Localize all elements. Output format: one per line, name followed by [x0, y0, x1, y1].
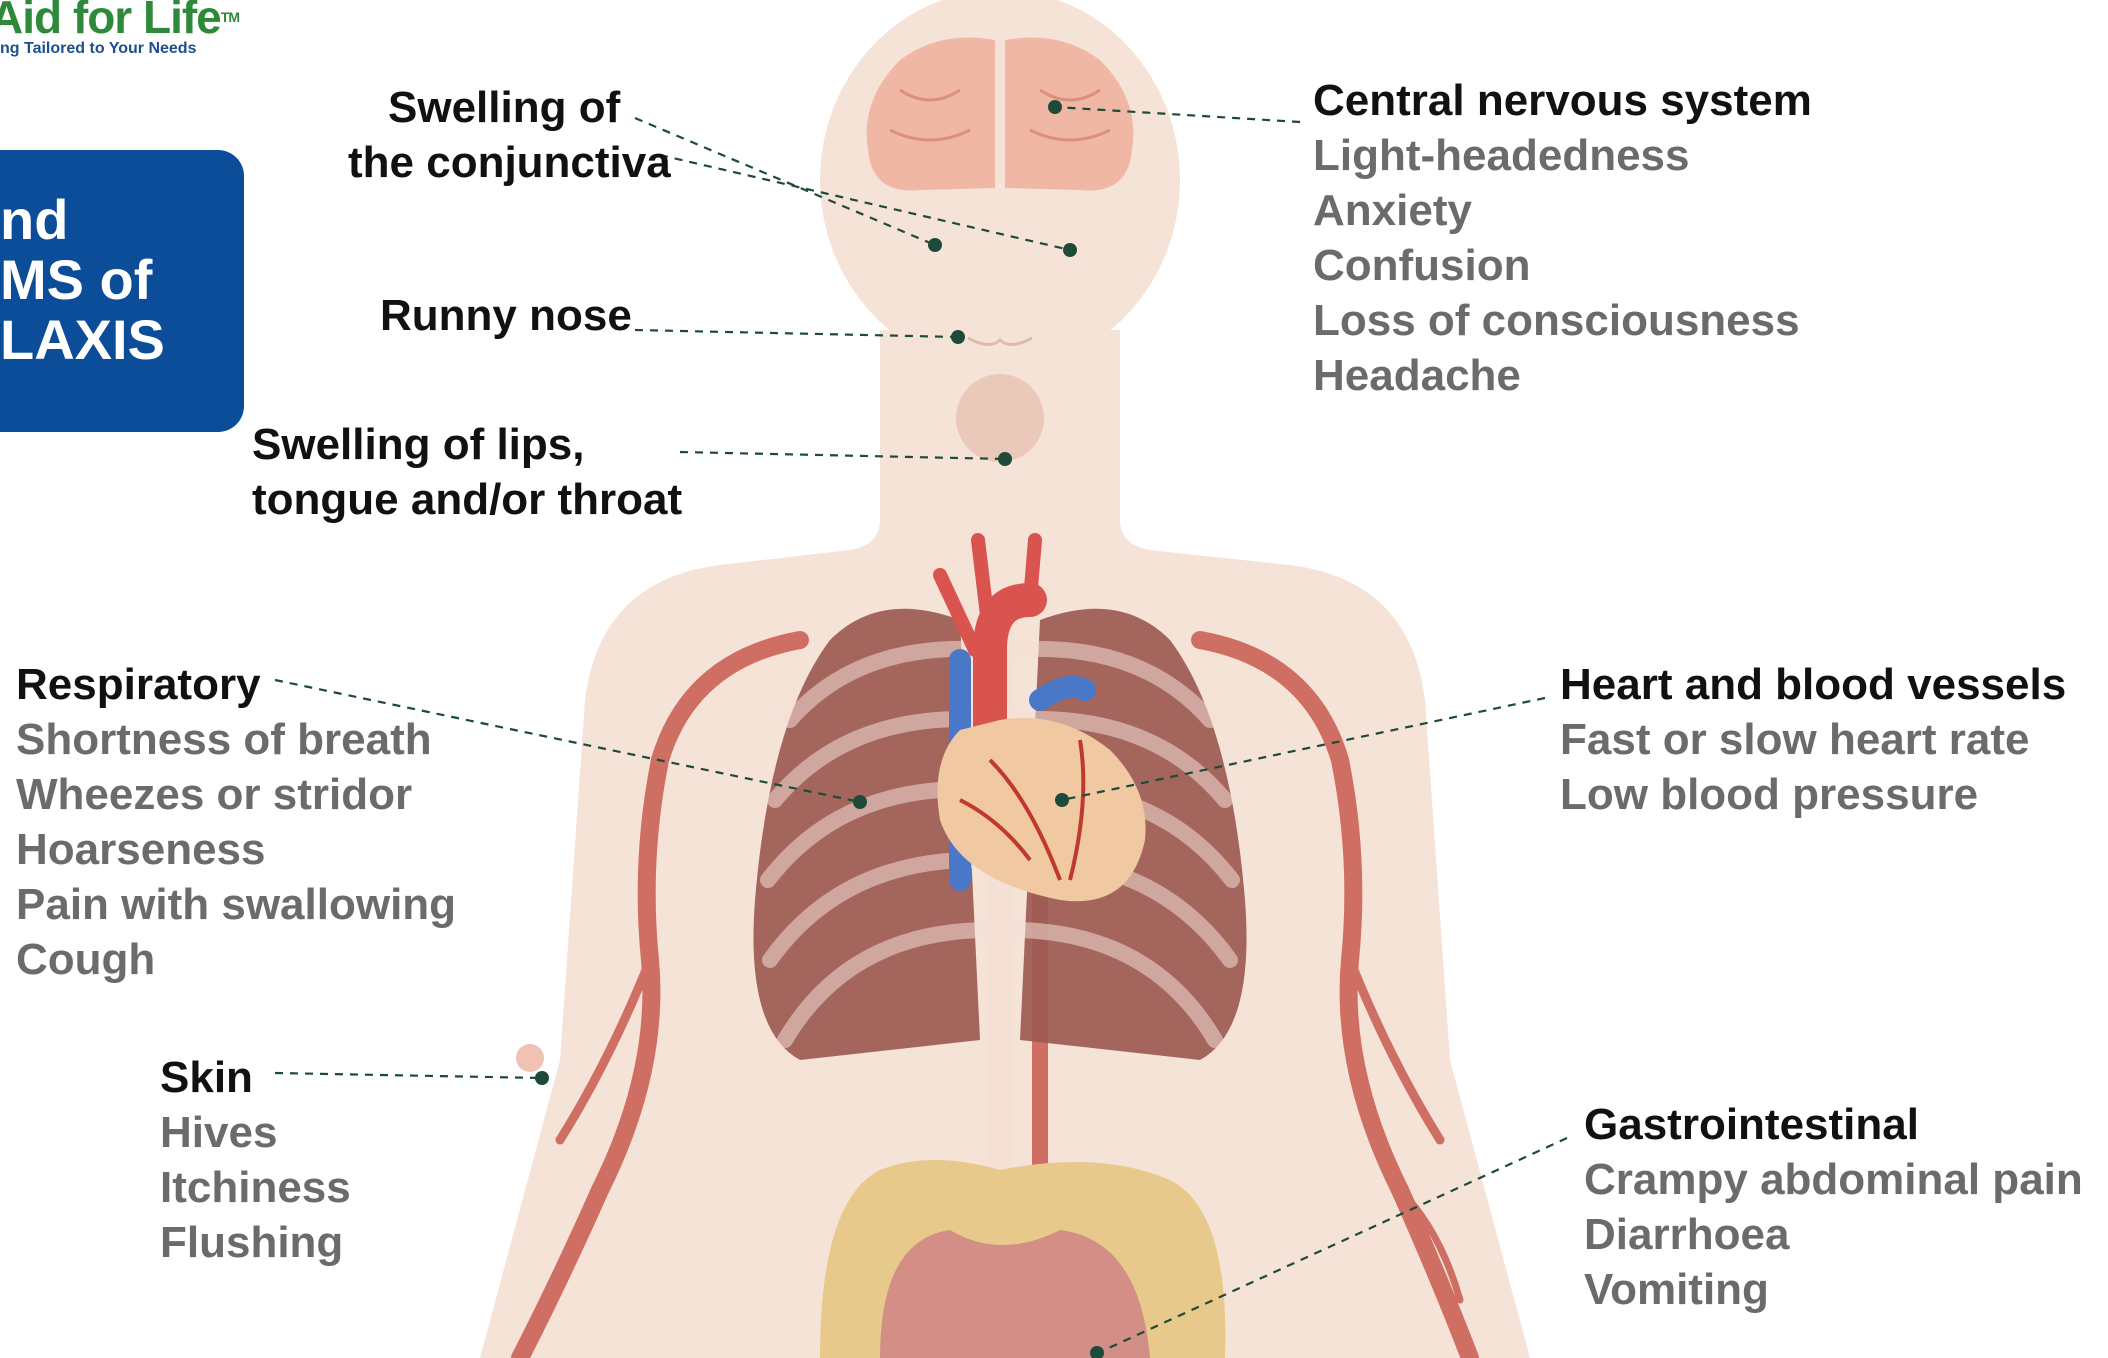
respiratory-symptoms: Shortness of breath Wheezes or stridor H… — [16, 712, 456, 987]
gastro-symptom: Vomiting — [1584, 1262, 2083, 1317]
gastro-header: Gastrointestinal — [1584, 1097, 2083, 1152]
title-box: nd MS of LAXIS — [0, 150, 244, 432]
runny-nose-label: Runny nose — [380, 288, 632, 343]
dot-heart — [1055, 793, 1069, 807]
skin-group: Skin Hives Itchiness Flushing — [160, 1050, 351, 1270]
cns-symptom: Loss of consciousness — [1313, 293, 1812, 348]
skin-symptom: Flushing — [160, 1215, 351, 1270]
heart-symptoms: Fast or slow heart rate Low blood pressu… — [1560, 712, 2066, 822]
cns-symptom: Headache — [1313, 348, 1812, 403]
dot-throat — [998, 452, 1012, 466]
skin-symptoms: Hives Itchiness Flushing — [160, 1105, 351, 1270]
respiratory-symptom: Pain with swallowing — [16, 877, 456, 932]
heart-symptom: Fast or slow heart rate — [1560, 712, 2066, 767]
cns-symptom: Confusion — [1313, 238, 1812, 293]
cns-group: Central nervous system Light-headedness … — [1313, 73, 1812, 403]
respiratory-group: Respiratory Shortness of breath Wheezes … — [16, 657, 456, 987]
heart-group: Heart and blood vessels Fast or slow hea… — [1560, 657, 2066, 822]
trademark-mark: TM — [221, 9, 239, 25]
heart-symptom: Low blood pressure — [1560, 767, 2066, 822]
skin-spot — [516, 1044, 544, 1072]
skin-header: Skin — [160, 1050, 351, 1105]
brand-name: Aid for LifeTM — [0, 0, 239, 42]
dot-conjunctiva-a — [928, 238, 942, 252]
dot-nose — [951, 330, 965, 344]
respiratory-symptom: Shortness of breath — [16, 712, 456, 767]
throat-spot — [956, 374, 1044, 462]
skin-symptom: Hives — [160, 1105, 351, 1160]
respiratory-symptom: Hoarseness — [16, 822, 456, 877]
respiratory-header: Respiratory — [16, 657, 456, 712]
gastro-group: Gastrointestinal Crampy abdominal pain D… — [1584, 1097, 2083, 1317]
brand-logo: Aid for LifeTM ng Tailored to Your Needs — [0, 0, 239, 58]
cns-symptom: Anxiety — [1313, 183, 1812, 238]
title-line-3: LAXIS — [0, 310, 165, 370]
gastro-symptoms: Crampy abdominal pain Diarrhoea Vomiting — [1584, 1152, 2083, 1317]
conjunctiva-label-line2: the conjunctiva — [348, 135, 671, 190]
cns-header: Central nervous system — [1313, 73, 1812, 128]
brand-name-text: Aid for Life — [0, 0, 221, 43]
title-line-2: MS of — [0, 250, 152, 310]
respiratory-symptom: Wheezes or stridor — [16, 767, 456, 822]
gastro-symptom: Crampy abdominal pain — [1584, 1152, 2083, 1207]
heart-header: Heart and blood vessels — [1560, 657, 2066, 712]
dot-conjunctiva-b — [1063, 243, 1077, 257]
conjunctiva-label-line1: Swelling of — [388, 80, 620, 135]
skin-symptom: Itchiness — [160, 1160, 351, 1215]
intestines-icon — [820, 1160, 1225, 1358]
lips-label-line1: Swelling of lips, — [252, 417, 584, 472]
cns-symptom: Light-headedness — [1313, 128, 1812, 183]
title-line-1: nd — [0, 190, 68, 250]
dot-brain — [1048, 100, 1062, 114]
dot-skin — [535, 1071, 549, 1085]
respiratory-symptom: Cough — [16, 932, 456, 987]
cns-symptoms: Light-headedness Anxiety Confusion Loss … — [1313, 128, 1812, 403]
lips-label-line2: tongue and/or throat — [252, 472, 682, 527]
dot-lungs — [853, 795, 867, 809]
gastro-symptom: Diarrhoea — [1584, 1207, 2083, 1262]
